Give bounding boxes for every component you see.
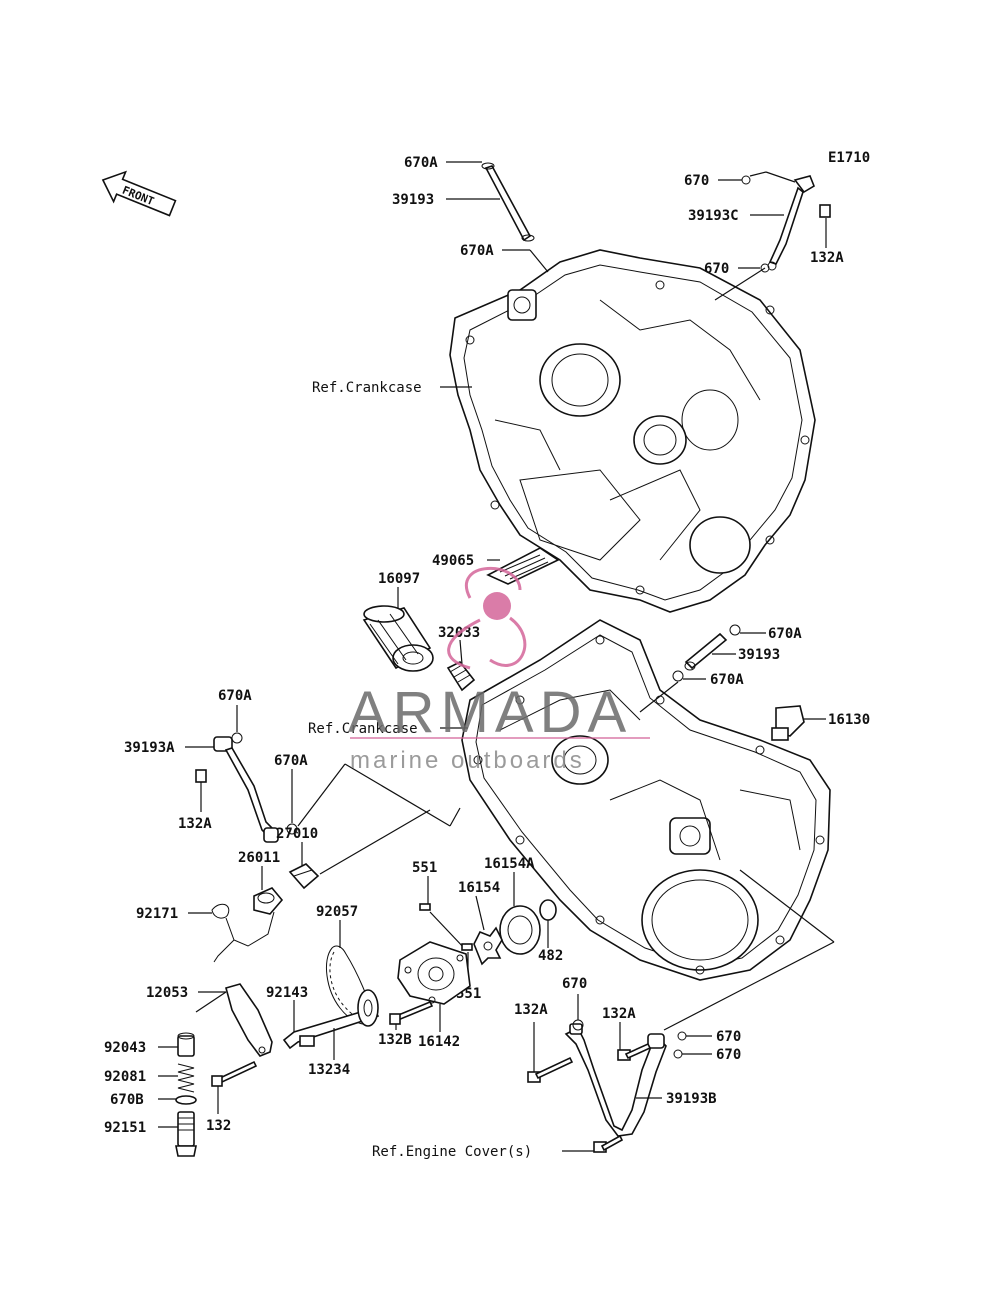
front-arrow-icon: FRONT <box>101 170 177 217</box>
part-label-670A[interactable]: 670A <box>218 688 252 704</box>
part-132B-bolt <box>389 1000 434 1025</box>
part-label-92171[interactable]: 92171 <box>136 906 178 922</box>
part-16130-sensor <box>771 705 805 741</box>
part-92081-spring <box>177 1063 195 1093</box>
part-26011-cap <box>253 887 284 915</box>
propeller-logo-icon <box>447 567 527 670</box>
part-132-bolt-bottom <box>593 1134 624 1153</box>
diagram-id: E1710 <box>828 150 870 166</box>
part-39193-pipe <box>481 162 535 242</box>
part-label-132[interactable]: 132 <box>206 1118 231 1134</box>
part-label-92151[interactable]: 92151 <box>104 1120 146 1136</box>
ref-engine-cover: Ref.Engine Cover(s) <box>372 1144 532 1160</box>
part-label-26011[interactable]: 26011 <box>238 850 280 866</box>
part-label-132A[interactable]: 132A <box>602 1006 636 1022</box>
part-label-16097[interactable]: 16097 <box>378 571 420 587</box>
lower-crankcase <box>461 619 831 981</box>
part-label-670[interactable]: 670 <box>704 261 729 277</box>
part-label-670A[interactable]: 670A <box>404 155 438 171</box>
upper-crankcase <box>449 249 816 613</box>
part-label-132B[interactable]: 132B <box>378 1032 412 1048</box>
part-label-27010[interactable]: 27010 <box>276 826 318 842</box>
part-label-16154A[interactable]: 16154A <box>484 856 535 872</box>
part-label-16154[interactable]: 16154 <box>458 880 500 896</box>
part-92171-clamp <box>211 903 275 963</box>
part-label-92143[interactable]: 92143 <box>266 985 308 1001</box>
part-label-39193B[interactable]: 39193B <box>666 1091 717 1107</box>
part-551-pin <box>419 903 431 911</box>
part-label-39193A[interactable]: 39193A <box>124 740 175 756</box>
part-label-92057[interactable]: 92057 <box>316 904 358 920</box>
part-label-670[interactable]: 670 <box>716 1047 741 1063</box>
part-label-132A[interactable]: 132A <box>810 250 844 266</box>
part-label-39193[interactable]: 39193 <box>738 647 780 663</box>
part-label-39193C[interactable]: 39193C <box>688 208 739 224</box>
part-label-670[interactable]: 670 <box>684 173 709 189</box>
part-label-670A[interactable]: 670A <box>460 243 494 259</box>
part-label-49065[interactable]: 49065 <box>432 553 474 569</box>
part-27010-switch <box>288 863 320 890</box>
part-12053-chain-guide <box>225 983 273 1057</box>
part-label-670[interactable]: 670 <box>716 1029 741 1045</box>
part-132-bolt <box>211 1060 258 1087</box>
part-39193-mid-pipe <box>684 632 728 671</box>
part-label-482[interactable]: 482 <box>538 948 563 964</box>
part-92143-shaft <box>282 989 380 1050</box>
part-label-132A[interactable]: 132A <box>514 1002 548 1018</box>
part-label-92043[interactable]: 92043 <box>104 1040 146 1056</box>
part-39193A-pipe <box>195 736 279 843</box>
part-32033-fitting <box>446 660 476 692</box>
part-551-pin-lower <box>461 943 473 951</box>
ref-crankcase-mid: Ref.Crankcase <box>308 721 418 737</box>
part-92151-plug <box>175 1111 197 1157</box>
part-label-16130[interactable]: 16130 <box>828 712 870 728</box>
part-label-39193[interactable]: 39193 <box>392 192 434 208</box>
part-16097-oil-filter <box>362 605 434 672</box>
part-132A-bolt-right <box>617 1042 652 1061</box>
watermark-tagline: marine outboards <box>350 747 585 774</box>
part-label-132A[interactable]: 132A <box>178 816 212 832</box>
part-label-551[interactable]: 551 <box>412 860 437 876</box>
part-label-670A[interactable]: 670A <box>274 753 308 769</box>
part-label-12053[interactable]: 12053 <box>146 985 188 1001</box>
armada-watermark: ARMADA marine outboards <box>348 567 650 774</box>
part-label-670[interactable]: 670 <box>562 976 587 992</box>
ref-crankcase-top: Ref.Crankcase <box>312 380 422 396</box>
part-16154A-rotor <box>499 905 541 955</box>
part-49065-gasket <box>486 547 560 585</box>
part-482-ring <box>539 899 557 921</box>
part-670B-oring <box>175 1095 197 1105</box>
part-39193B-pipe <box>564 1023 667 1137</box>
part-39193C-pipe <box>767 175 831 271</box>
part-label-92081[interactable]: 92081 <box>104 1069 146 1085</box>
part-16154-inner-rotor <box>473 926 503 966</box>
part-label-13234[interactable]: 13234 <box>308 1062 350 1078</box>
part-label-670A[interactable]: 670A <box>710 672 744 688</box>
part-label-670A[interactable]: 670A <box>768 626 802 642</box>
part-92043-plunger <box>177 1032 195 1057</box>
watermark-brand: ARMADA <box>348 680 632 745</box>
part-16142-oil-pump <box>397 941 471 1005</box>
part-label-670B[interactable]: 670B <box>110 1092 144 1108</box>
part-label-16142[interactable]: 16142 <box>418 1034 460 1050</box>
